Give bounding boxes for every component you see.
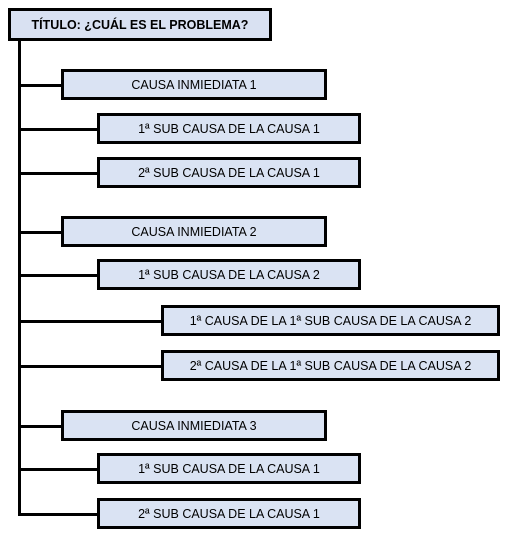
branch-line-2 bbox=[18, 128, 97, 131]
branch-line-7 bbox=[18, 365, 161, 368]
sub-cause-1-of-cause-3-box: 1ª SUB CAUSA DE LA CAUSA 1 bbox=[97, 453, 361, 484]
branch-line-8 bbox=[18, 425, 61, 428]
branch-line-3 bbox=[18, 172, 97, 175]
branch-line-1 bbox=[18, 84, 61, 87]
cause-2-of-sub-cause-1-of-cause-2-box: 2ª CAUSA DE LA 1ª SUB CAUSA DE LA CAUSA … bbox=[161, 350, 500, 381]
branch-line-9 bbox=[18, 468, 97, 471]
branch-line-6 bbox=[18, 320, 161, 323]
sub-cause-2-of-cause-3-box: 2ª SUB CAUSA DE LA CAUSA 1 bbox=[97, 498, 361, 529]
sub-cause-2-of-cause-1-box: 2ª SUB CAUSA DE LA CAUSA 1 bbox=[97, 157, 361, 188]
immediate-cause-2-box: CAUSA INMIEDIATA 2 bbox=[61, 216, 327, 247]
sub-cause-1-of-cause-1-box: 1ª SUB CAUSA DE LA CAUSA 1 bbox=[97, 113, 361, 144]
branch-line-4 bbox=[18, 231, 61, 234]
branch-line-5 bbox=[18, 274, 97, 277]
branch-line-10 bbox=[18, 513, 97, 516]
sub-cause-1-of-cause-2-box: 1ª SUB CAUSA DE LA CAUSA 2 bbox=[97, 259, 361, 290]
problem-title-box: TÍTULO: ¿CUÁL ES EL PROBLEMA? bbox=[8, 8, 272, 41]
tree-spine bbox=[18, 40, 21, 514]
cause-1-of-sub-cause-1-of-cause-2-box: 1ª CAUSA DE LA 1ª SUB CAUSA DE LA CAUSA … bbox=[161, 305, 500, 336]
immediate-cause-3-box: CAUSA INMIEDIATA 3 bbox=[61, 410, 327, 441]
immediate-cause-1-box: CAUSA INMIEDIATA 1 bbox=[61, 69, 327, 100]
